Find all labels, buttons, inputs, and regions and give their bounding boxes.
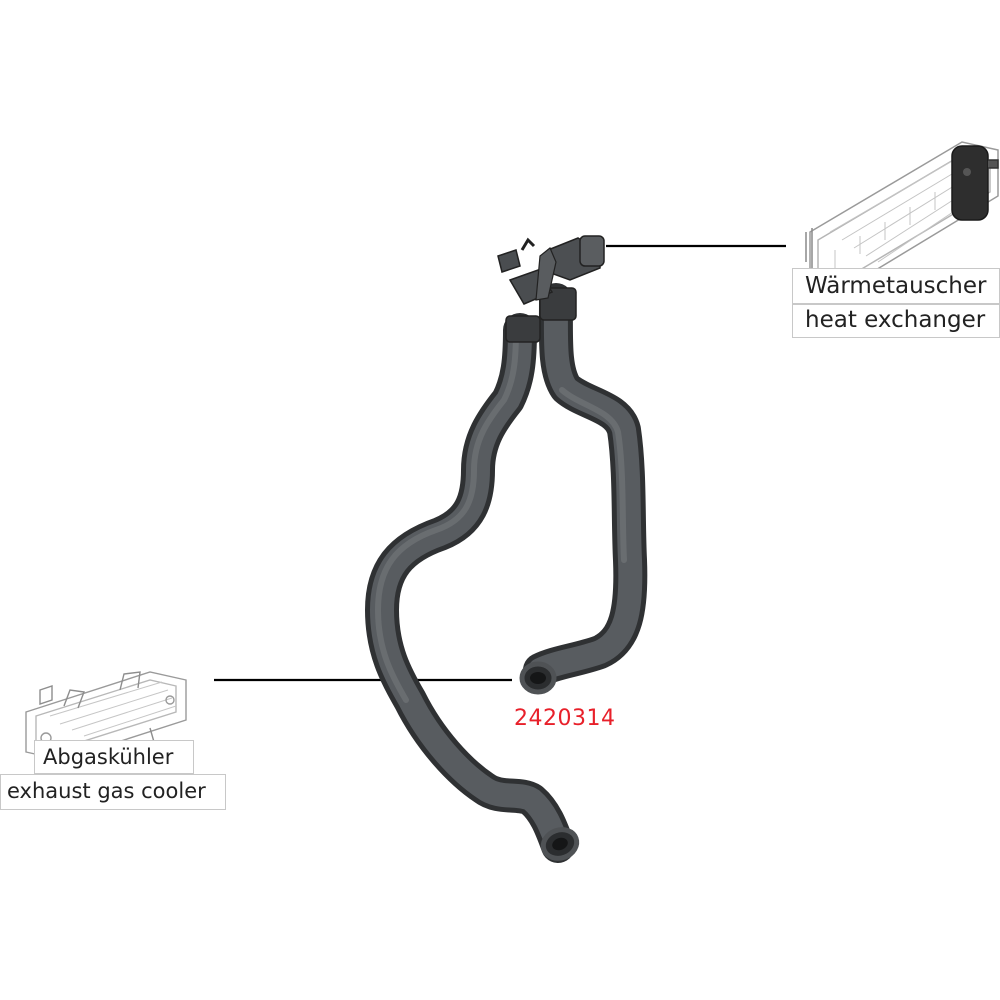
exhaust-gas-cooler-label-de: Abgaskühler (34, 740, 194, 774)
exhaust-gas-cooler-label-en: exhaust gas cooler (0, 774, 226, 810)
hose-outlet-bottom (540, 827, 580, 861)
coolant-hose-icon (365, 283, 648, 863)
heat-exchanger-label-de: Wärmetauscher (792, 268, 1000, 304)
hose-fittings (497, 235, 605, 343)
heat-exchanger-label-en: heat exchanger (792, 304, 1000, 338)
heat-exchanger-icon (805, 141, 999, 289)
hose-outlet-middle (519, 661, 557, 695)
part-number: 2420314 (514, 706, 616, 731)
